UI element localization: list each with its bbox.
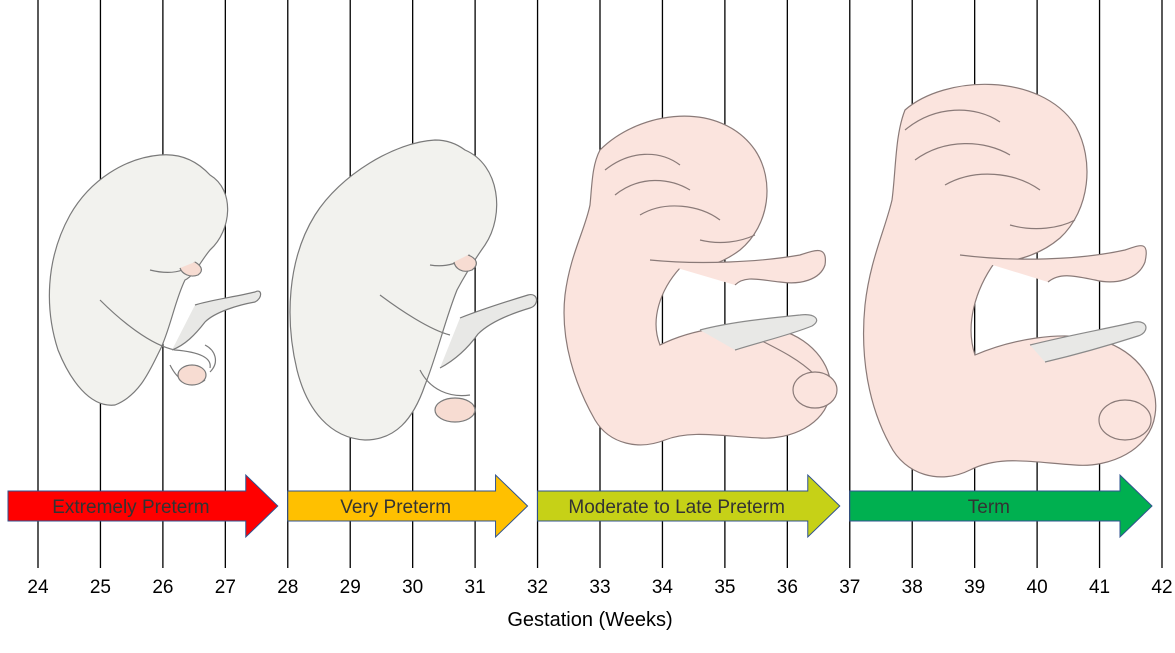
tick-label-week-34: 34 bbox=[652, 577, 674, 598]
fetus-illustration-24-weeks bbox=[49, 155, 260, 405]
tick-label-week-28: 28 bbox=[277, 577, 298, 598]
tick-label-week-30: 30 bbox=[402, 577, 423, 598]
tick-label-week-33: 33 bbox=[589, 577, 610, 598]
tick-label-week-38: 38 bbox=[902, 577, 923, 598]
tick-label-week-37: 37 bbox=[839, 577, 860, 598]
tick-label-week-32: 32 bbox=[527, 577, 548, 598]
stage-arrows: Extremely Preterm Very Preterm Moderate to… bbox=[8, 475, 1152, 537]
stage-label: Moderate to Late Preterm bbox=[568, 497, 785, 518]
tick-label-week-42: 42 bbox=[1151, 577, 1172, 598]
tick-label-week-31: 31 bbox=[465, 577, 486, 598]
stage-label: Term bbox=[968, 497, 1010, 518]
tick-label-week-29: 29 bbox=[340, 577, 361, 598]
tick-label-week-26: 26 bbox=[152, 577, 173, 598]
week-tick-labels: 24 25 26 27 28 29 30 31 32 33 34 35 36 37 38 39 40 41 42 bbox=[27, 577, 1172, 598]
fetus-illustration-38-weeks bbox=[864, 84, 1156, 477]
tick-label-week-41: 41 bbox=[1089, 577, 1110, 598]
tick-label-week-27: 27 bbox=[215, 577, 236, 598]
tick-label-week-35: 35 bbox=[714, 577, 735, 598]
tick-label-week-40: 40 bbox=[1027, 577, 1048, 598]
tick-label-week-25: 25 bbox=[90, 577, 111, 598]
fetus-illustration-29-weeks bbox=[290, 140, 537, 440]
tick-label-week-39: 39 bbox=[964, 577, 985, 598]
tick-label-week-24: 24 bbox=[27, 577, 49, 598]
fetus-illustration-33-weeks bbox=[564, 116, 837, 445]
stage-label: Extremely Preterm bbox=[52, 497, 209, 518]
stage-label: Very Preterm bbox=[340, 497, 451, 518]
tick-label-week-36: 36 bbox=[777, 577, 798, 598]
axis-title: Gestation (Weeks) bbox=[507, 609, 672, 631]
